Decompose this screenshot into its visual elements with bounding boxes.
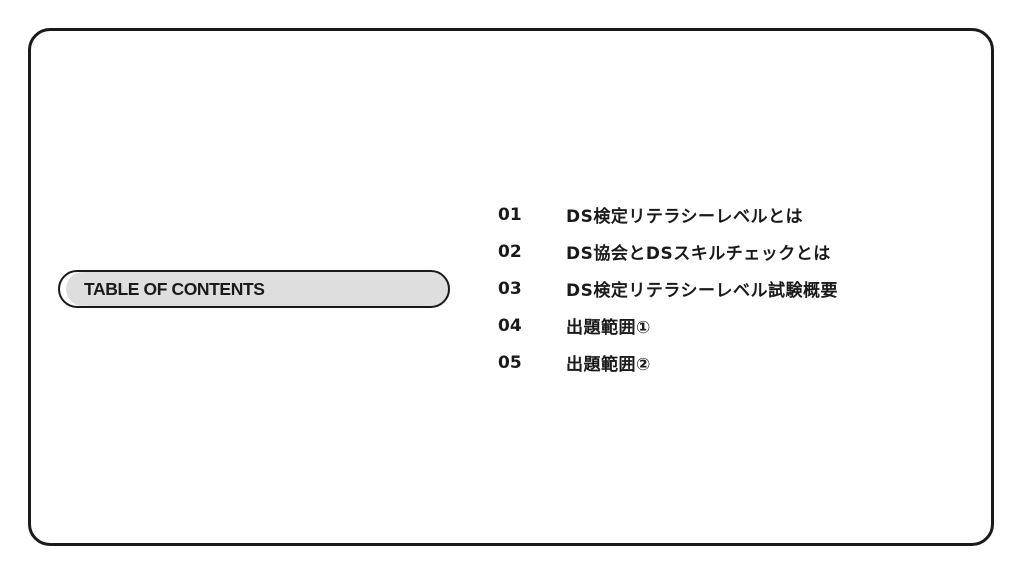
section-label: TABLE OF CONTENTS bbox=[84, 279, 265, 299]
toc-item-01[interactable]: 01 DS検定リテラシーレベルとは bbox=[498, 196, 968, 233]
toc-item-title: 出題範囲① bbox=[566, 318, 651, 338]
toc-item-02[interactable]: 02 DS協会とDSスキルチェックとは bbox=[498, 233, 968, 270]
toc-item-number: 01 bbox=[498, 204, 522, 225]
toc-item-number: 02 bbox=[498, 241, 522, 262]
toc-item-title: DS検定リテラシーレベルとは bbox=[566, 207, 804, 227]
toc-list: 01 DS検定リテラシーレベルとは 02 DS協会とDSスキルチェックとは 03… bbox=[498, 196, 968, 381]
section-label-pill: TABLE OF CONTENTS bbox=[58, 270, 450, 308]
toc-item-title: 出題範囲② bbox=[566, 355, 651, 375]
toc-item-number: 03 bbox=[498, 278, 522, 299]
toc-item-05[interactable]: 05 出題範囲② bbox=[498, 344, 968, 381]
toc-item-03[interactable]: 03 DS検定リテラシーレベル試験概要 bbox=[498, 270, 968, 307]
toc-item-title: DS検定リテラシーレベル試験概要 bbox=[566, 281, 839, 301]
toc-item-title: DS協会とDSスキルチェックとは bbox=[566, 244, 831, 264]
toc-item-04[interactable]: 04 出題範囲① bbox=[498, 307, 968, 344]
toc-item-number: 04 bbox=[498, 315, 522, 336]
toc-item-number: 05 bbox=[498, 352, 522, 373]
